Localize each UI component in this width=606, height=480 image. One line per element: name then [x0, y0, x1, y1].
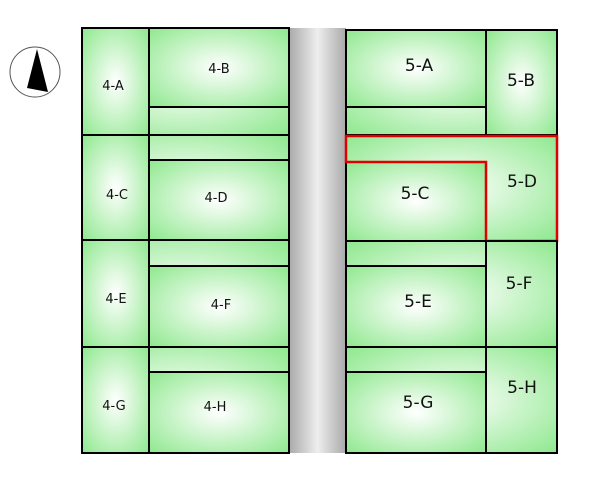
lot-5-e[interactable]: [345, 265, 487, 348]
lot-label: 4-B: [208, 62, 229, 77]
north-arrow-icon: [9, 46, 61, 98]
lot-label: 5-H: [507, 378, 537, 398]
road: [289, 28, 346, 453]
lot-label: 5-E: [404, 292, 432, 312]
lot-label: 5-C: [401, 184, 430, 204]
lot-4-b[interactable]: [148, 27, 290, 108]
lot-5-g[interactable]: [345, 371, 487, 454]
lot-4-f[interactable]: [148, 265, 290, 348]
lot-label: 5-B: [507, 71, 535, 91]
lot-4-g[interactable]: [81, 346, 150, 454]
lot-label: 5-F: [506, 274, 533, 294]
block-4: 4-A 4-B 4-C 4-D 4-E 4-F 4-G 4-H: [81, 27, 290, 454]
lot-label: 4-E: [105, 292, 126, 307]
block-5: 5-A 5-B 5-C 5-D 5-E 5-F 5-G 5-H: [344, 29, 559, 454]
lot-5-b[interactable]: [485, 29, 558, 136]
lot-5-a[interactable]: [345, 29, 487, 108]
lot-4-h[interactable]: [148, 371, 290, 454]
lot-label: 5-D: [507, 172, 537, 192]
lot-label: 4-A: [102, 79, 124, 94]
lot-label: 4-C: [106, 188, 128, 203]
lot-4-d[interactable]: [148, 159, 290, 241]
lot-label: 4-H: [204, 400, 227, 415]
lot-5-h[interactable]: [485, 346, 558, 454]
lot-label: 5-A: [405, 56, 434, 76]
lot-label: 4-D: [205, 191, 228, 206]
lot-label: 4-F: [211, 298, 231, 313]
lot-label: 4-G: [102, 399, 126, 414]
lot-label: 5-G: [403, 393, 434, 413]
